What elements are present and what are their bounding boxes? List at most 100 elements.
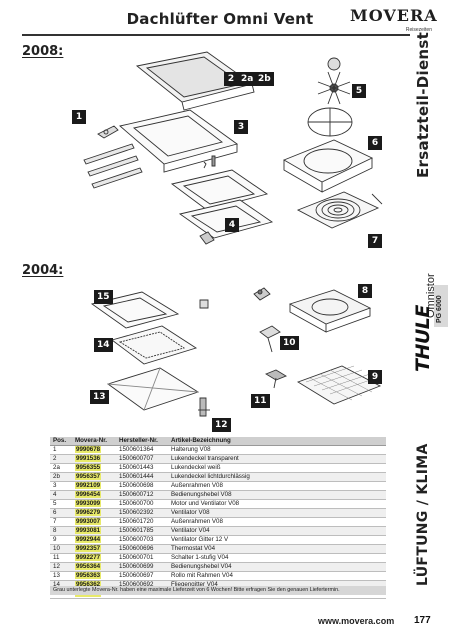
movera-number-highlight: 9993099 [75,500,102,507]
cell-hersteller-nr: 1500601785 [116,526,168,536]
cell-hersteller-nr: 1500600698 [116,481,168,491]
cell-movera-nr: 9990678 [72,445,116,455]
cell-pos: 2a [50,463,72,473]
cell-bezeichnung: Thermostat V04 [168,544,386,554]
movera-number-highlight: 9990678 [75,446,102,453]
cell-hersteller-nr: 1500600712 [116,490,168,500]
cell-bezeichnung: Außenrahmen V08 [168,481,386,491]
callout-6: 6 [368,136,382,150]
section-2004-label: 2004: [22,263,64,278]
cell-movera-nr: 9993081 [72,526,116,536]
logo-subtitle: Reisezeiten [405,27,432,33]
cell-bezeichnung: Ventilator Gitter 12 V [168,535,386,545]
cell-hersteller-nr: 1500600699 [116,562,168,572]
delivery-footnote: Grau unterlegte Movera-Nr. haben eine ma… [50,586,386,595]
header-hersteller-nr: Hersteller-Nr. [116,437,168,446]
callout-9: 9 [368,370,382,384]
callout-13: 13 [90,390,109,404]
section-2008-label: 2008: [22,44,64,59]
table-header-row: Pos. Movera-Nr. Hersteller-Nr. Artikel-B… [50,437,386,446]
cell-movera-nr: 9956363 [72,571,116,581]
cell-pos: 5 [50,499,72,509]
cell-hersteller-nr: 1500601443 [116,463,168,473]
title-divider [22,34,410,36]
callout-4: 4 [225,218,239,232]
movera-number-highlight: 9991536 [75,455,102,462]
cell-hersteller-nr: 1500600701 [116,553,168,563]
cell-pos: 3 [50,481,72,491]
diagram-2004-drawing [90,287,382,417]
callout-8: 8 [358,284,372,298]
callout-11: 11 [251,394,270,408]
movera-number-highlight: 9956363 [75,572,102,579]
movera-number-highlight: 9992277 [75,554,102,561]
cell-pos: 2 [50,454,72,464]
movera-number-highlight: 9956362 [75,581,102,588]
callout-3: 3 [234,120,248,134]
header-pos: Pos. [50,437,72,446]
callout-5: 5 [352,84,366,98]
sidebar-category: LÜFTUNG / KLIMA [415,443,431,586]
callout-2: 2 [224,72,238,86]
cell-movera-nr: 9996279 [72,508,116,518]
cell-pos: 6 [50,508,72,518]
cell-movera-nr: 9993099 [72,499,116,509]
cell-movera-nr: 9992277 [72,553,116,563]
movera-number-highlight: 9993007 [75,518,102,525]
movera-number-highlight: 9956357 [75,473,102,480]
cell-movera-nr: 9991536 [72,454,116,464]
cell-hersteller-nr: 1500600700 [116,499,168,509]
callout-10: 10 [280,336,299,350]
cell-pos: 11 [50,553,72,563]
sidebar-service-title: Ersatzteil-Dienst [414,31,432,178]
cell-bezeichnung: Motor und Ventilator V08 [168,499,386,509]
sidebar-pg: PG 6000 [436,295,443,323]
cell-hersteller-nr: 1500601720 [116,517,168,527]
cell-pos: 10 [50,544,72,554]
logo-brand: MOVERA [350,6,438,25]
cell-movera-nr: 9992944 [72,535,116,545]
page-number: 177 [414,615,431,626]
movera-number-highlight: 9996279 [75,509,102,516]
callout-12: 12 [212,418,231,432]
exploded-diagram-2008: 2 2a 2b 1 3 4 5 6 7 [22,44,410,254]
movera-number-highlight: 9992944 [75,536,102,543]
callout-2b: 2b [255,72,274,86]
movera-number-highlight: 9956364 [75,563,102,570]
pg-badge [434,285,448,327]
cell-pos: 8 [50,526,72,536]
cell-bezeichnung: Lukendeckel transparent [168,454,386,464]
callout-1: 1 [72,110,86,124]
cell-movera-nr: 9992357 [72,544,116,554]
cell-bezeichnung: Halterung V08 [168,445,386,455]
callout-15: 15 [94,290,113,304]
footer-url[interactable]: www.movera.com [318,616,395,626]
cell-hersteller-nr: 1500602392 [116,508,168,518]
parts-table: Pos. Movera-Nr. Hersteller-Nr. Artikel-B… [50,437,386,599]
cell-bezeichnung: Ventilator V04 [168,526,386,536]
cell-bezeichnung: Ventilator V08 [168,508,386,518]
cell-pos: 1 [50,445,72,455]
cell-bezeichnung: Lukendeckel weiß [168,463,386,473]
cell-bezeichnung: Rollo mit Rahmen V04 [168,571,386,581]
movera-number-highlight: 9992357 [75,545,102,552]
movera-number-highlight: 9992109 [75,482,102,489]
callout-2a: 2a [238,72,257,86]
cell-hersteller-nr: 1500600696 [116,544,168,554]
header-movera-nr: Movera-Nr. [72,437,116,446]
cell-hersteller-nr: 1500601444 [116,472,168,482]
cell-hersteller-nr: 1500600697 [116,571,168,581]
